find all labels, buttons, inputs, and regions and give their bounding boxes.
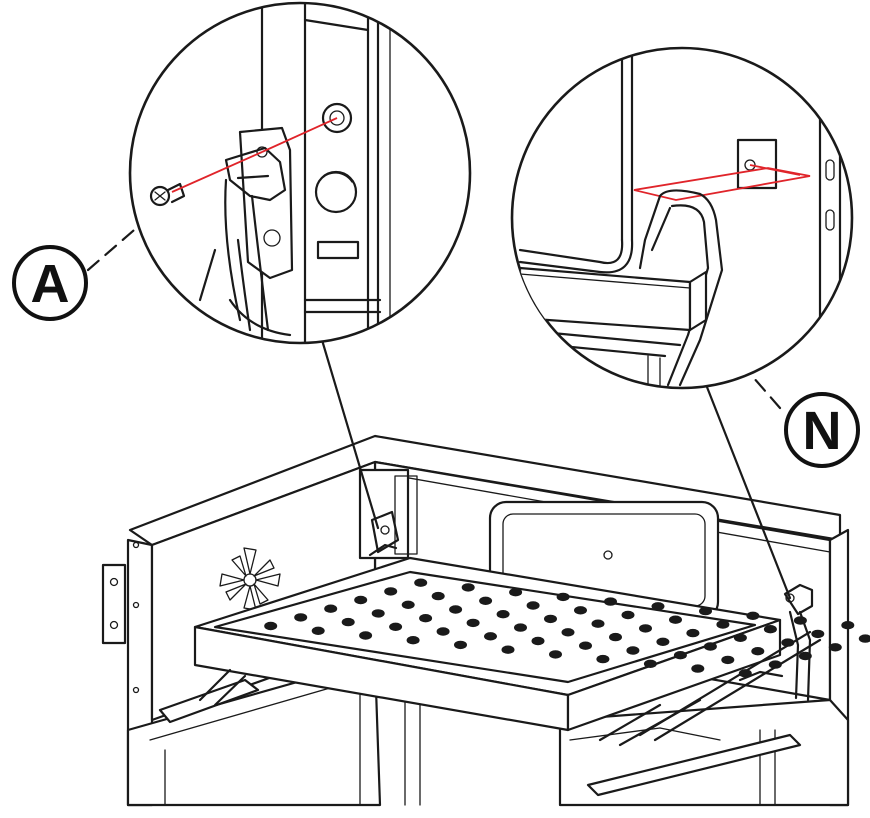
- callout-a: A: [12, 245, 88, 321]
- tray-support-arms: [158, 630, 822, 797]
- callout-n-label: N: [803, 401, 842, 461]
- tray-hole: [531, 636, 545, 646]
- tray-hole: [544, 614, 557, 624]
- tray-hole: [673, 651, 687, 660]
- alignment-guide-n: [633, 167, 811, 201]
- tray-hole: [828, 643, 842, 652]
- tray-hole: [793, 616, 807, 625]
- tray-hole: [556, 592, 570, 602]
- callout-n: N: [784, 392, 860, 468]
- tray-hole: [669, 615, 682, 624]
- left-mount-plate: [101, 563, 127, 645]
- tray-hole: [341, 617, 355, 627]
- tray-hole: [264, 621, 278, 631]
- tray-hole: [406, 636, 420, 645]
- tray-hole: [651, 602, 665, 611]
- tray-hole: [691, 664, 705, 673]
- tray-hole: [841, 621, 855, 630]
- dashed-leader-a: [86, 216, 150, 272]
- tray-hole: [858, 634, 870, 643]
- tray-hole: [639, 624, 652, 633]
- tray-hole: [526, 601, 540, 610]
- tray-hole: [716, 620, 730, 629]
- tray-hole: [733, 633, 747, 642]
- cabinet-lower-front: [126, 658, 382, 807]
- detail-view-n: [510, 46, 854, 390]
- tray-hole: [621, 610, 635, 620]
- tray-hole: [626, 646, 640, 655]
- tray-hole: [686, 628, 700, 638]
- tray-hole: [763, 625, 777, 634]
- tray-hole: [354, 595, 368, 605]
- tray-hole: [643, 659, 657, 668]
- tray-hole: [746, 611, 760, 620]
- tray-hole: [461, 583, 475, 592]
- tray-hole: [496, 610, 510, 619]
- bracket-tab: [736, 138, 778, 190]
- leader-line-n: [703, 380, 792, 600]
- tray-holes: [264, 578, 870, 678]
- tray-hole: [509, 588, 523, 597]
- left-hinge-bracket: [358, 468, 418, 560]
- tray-hole: [798, 651, 812, 661]
- tray-hole: [656, 637, 670, 646]
- tray-hole: [449, 605, 463, 614]
- tray-hole: [389, 622, 403, 631]
- tray-hole: [414, 578, 428, 587]
- tray-hole: [579, 641, 592, 650]
- perforated-tray: [193, 556, 870, 732]
- tray-hole: [436, 627, 450, 636]
- callout-a-label: A: [31, 254, 70, 314]
- tray-hole: [401, 600, 415, 609]
- tray-hole: [324, 604, 338, 613]
- tray-hole: [311, 626, 325, 635]
- leader-line-a: [320, 338, 380, 530]
- tray-hole: [479, 596, 493, 605]
- tray-hole: [561, 628, 575, 637]
- tray-hole: [549, 650, 562, 659]
- tray-hole: [466, 618, 480, 628]
- tray-hole: [703, 642, 717, 651]
- tray-hole: [721, 655, 735, 665]
- tray-hole: [699, 606, 712, 616]
- tray-hole: [591, 619, 605, 628]
- tray-hole: [501, 645, 515, 654]
- tray-hole: [596, 654, 610, 664]
- alignment-guide-a: [171, 151, 263, 193]
- tray-hole: [359, 631, 373, 640]
- mount-hole-top: [321, 102, 353, 134]
- mount-slot: [316, 240, 360, 260]
- tray-hole: [514, 623, 527, 632]
- tray-hole: [384, 587, 398, 596]
- tray-hole: [294, 613, 308, 622]
- tray-hole: [604, 597, 617, 606]
- tray-hole: [419, 614, 433, 623]
- tray-hole: [768, 660, 782, 669]
- screw-icon: [149, 182, 186, 207]
- tray-hole: [484, 632, 497, 641]
- tray-hole: [811, 629, 825, 639]
- tray-hole: [371, 609, 385, 618]
- tray-hole: [574, 606, 587, 615]
- tray-hole: [609, 632, 622, 642]
- mount-hole-large: [314, 170, 358, 214]
- tray-floor: [213, 570, 757, 684]
- detail-view-a: [128, 1, 472, 345]
- vent-fan-icon: [219, 547, 281, 611]
- tray-hole: [751, 647, 765, 656]
- tray-hole: [454, 640, 467, 650]
- tray-hole: [431, 591, 445, 601]
